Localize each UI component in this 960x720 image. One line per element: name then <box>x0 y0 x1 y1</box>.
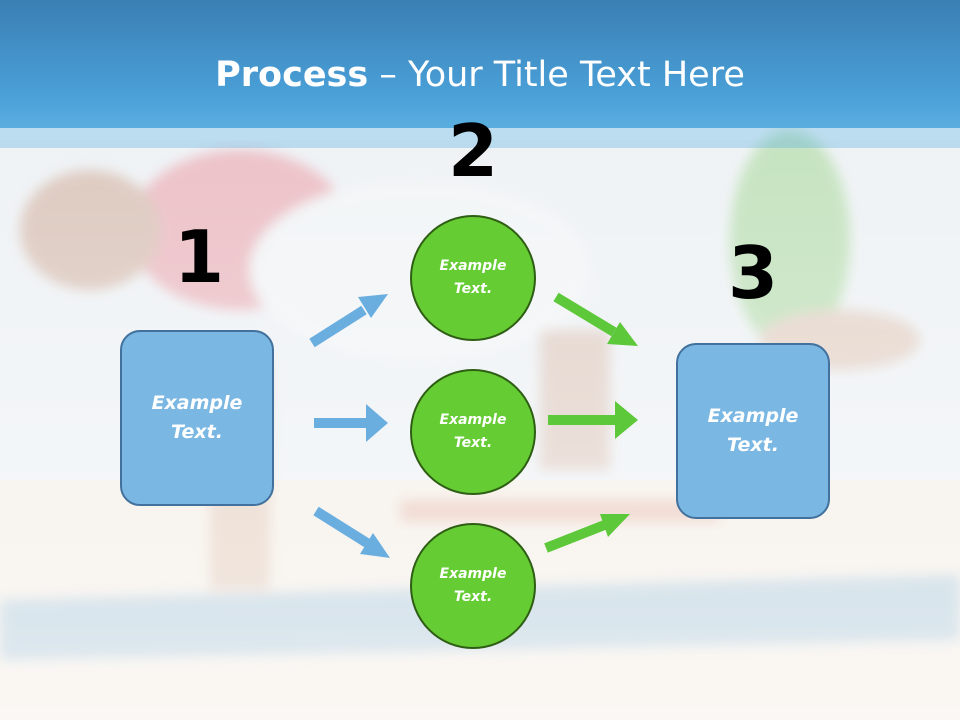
process-circle-top[interactable]: Example Text. <box>410 215 536 341</box>
process-box-left[interactable]: Example Text. <box>120 330 274 506</box>
process-box-right-label: Example Text. <box>707 405 799 456</box>
slide-title: Process – Your Title Text Here <box>0 50 960 100</box>
title-bold: Process <box>215 55 369 95</box>
process-circle-middle[interactable]: Example Text. <box>410 369 536 495</box>
step-number-3: 3 <box>727 231 779 315</box>
process-circle-bottom-label: Example Text. <box>439 566 507 605</box>
arrow-green-down <box>553 292 638 346</box>
arrow-blue-straight <box>314 404 388 442</box>
process-box-right[interactable]: Example Text. <box>676 343 830 519</box>
title-rest: – Your Title Text Here <box>368 55 745 95</box>
arrow-blue-down <box>313 506 390 558</box>
step-number-2: 2 <box>447 109 499 193</box>
step-number-1: 1 <box>173 215 225 299</box>
process-circle-top-label: Example Text. <box>439 258 507 297</box>
process-circle-bottom[interactable]: Example Text. <box>410 523 536 649</box>
process-circle-middle-label: Example Text. <box>439 412 507 451</box>
arrow-green-up <box>544 514 630 553</box>
process-box-left-label: Example Text. <box>151 392 243 443</box>
arrow-green-straight <box>548 401 638 439</box>
arrow-blue-up <box>309 294 388 348</box>
